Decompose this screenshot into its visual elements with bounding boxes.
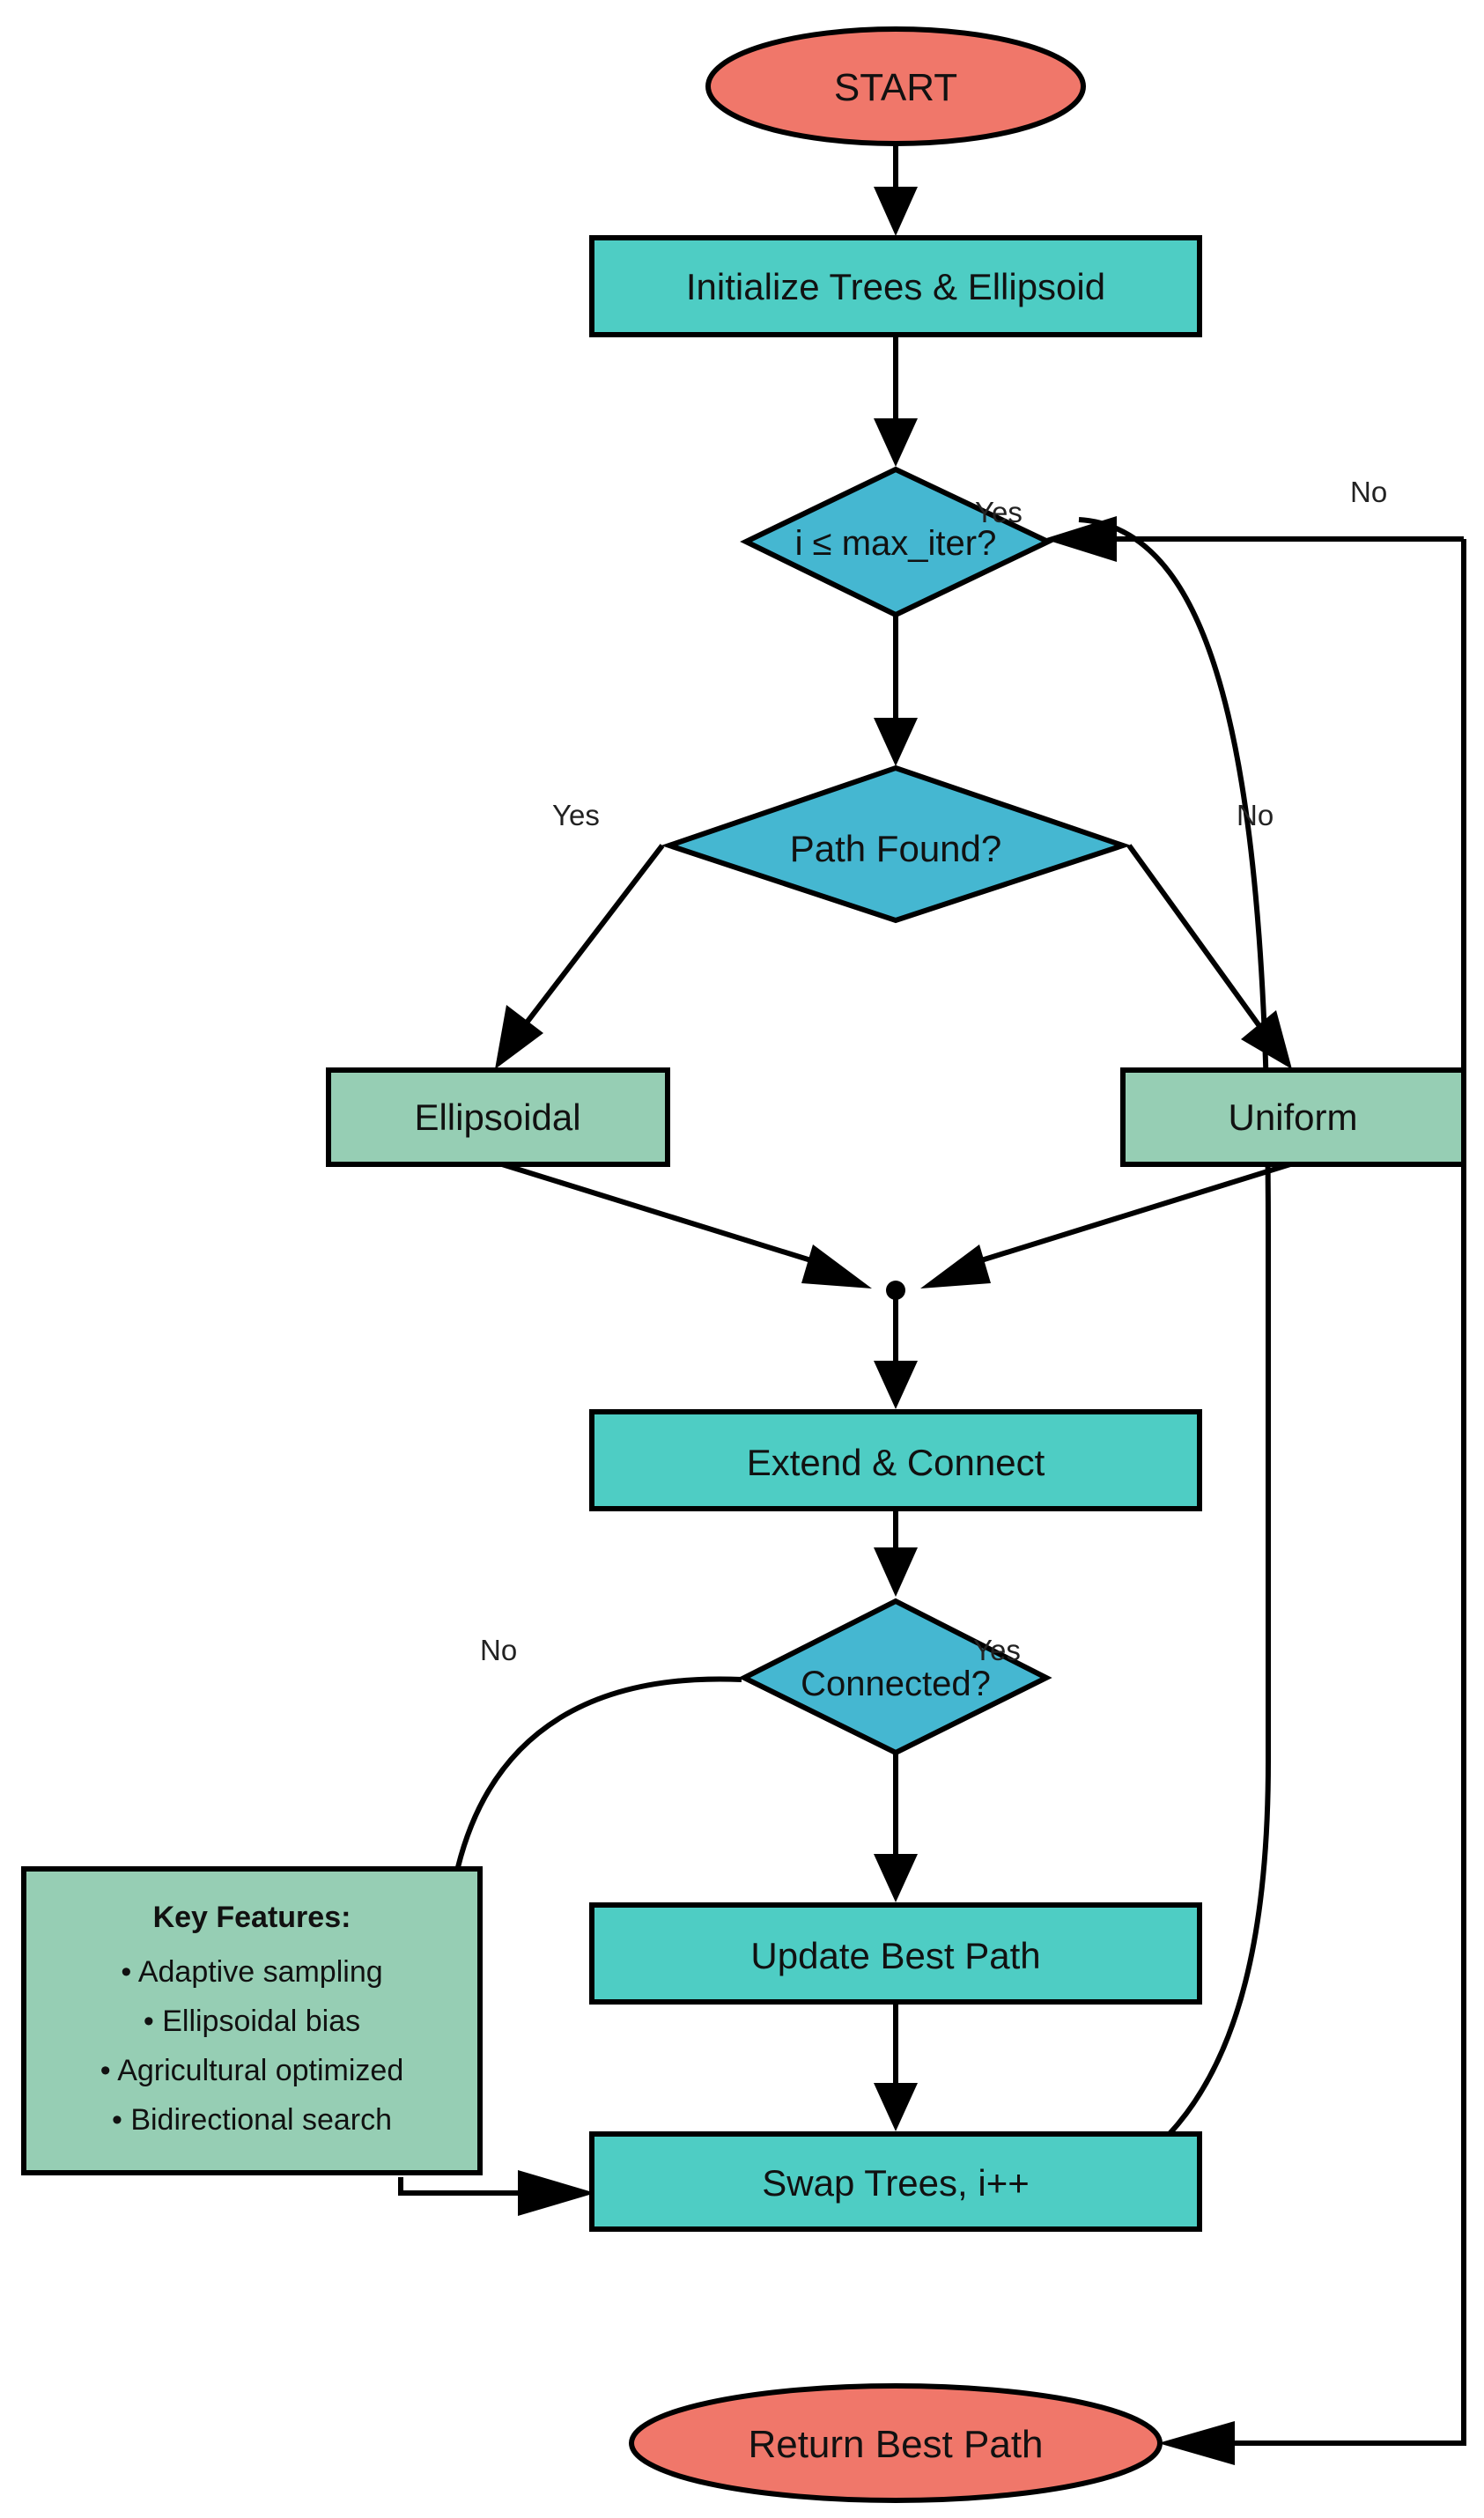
- edge-pathfound-uniform: [1126, 844, 1262, 1028]
- edge-label-connected-no: No: [480, 1634, 517, 1666]
- arrowhead: [874, 187, 918, 236]
- arrowhead: [874, 1361, 918, 1409]
- edge-label-loop-no: No: [1350, 476, 1387, 508]
- arrowhead: [874, 418, 918, 467]
- arrowhead: [874, 1854, 918, 1902]
- edge-label-connected-yes: Yes: [973, 1634, 1021, 1666]
- loop-check-label: i ≤ max_iter?: [795, 524, 997, 563]
- init-label: Initialize Trees & Ellipsoid: [686, 266, 1105, 307]
- arrowhead: [874, 718, 918, 766]
- edge-ellipsoidal-merge: [501, 1162, 829, 1268]
- swap-node: [589, 2131, 1202, 2232]
- edge-loop-no-return: [1220, 539, 1466, 2446]
- ellipsoidal-label: Ellipsoidal: [414, 1097, 580, 1138]
- key-feature-item: • Agricultural optimized: [100, 2054, 404, 2087]
- arrowhead: [495, 1005, 543, 1069]
- path-found-label: Path Found?: [790, 828, 1002, 869]
- connected-node: [738, 1598, 1052, 1756]
- extend-label: Extend & Connect: [747, 1442, 1045, 1483]
- arrowhead: [874, 2083, 918, 2131]
- return-label: Return Best Path: [748, 2423, 1043, 2466]
- start-label: START: [834, 66, 957, 109]
- edge-connected-no-curve: [455, 1676, 742, 1868]
- edge-uniform-merge: [963, 1162, 1291, 1268]
- connected-label: Connected?: [801, 1665, 991, 1703]
- uniform-label: Uniform: [1228, 1097, 1357, 1138]
- arrowhead: [1158, 2421, 1235, 2465]
- swap-label: Swap Trees, i++: [762, 2162, 1030, 2204]
- edge-keyfeatures-swap: [398, 2177, 533, 2196]
- arrowhead: [518, 2170, 595, 2216]
- edge-pathfound-ellipsoidal: [521, 844, 665, 1028]
- extend-node: [589, 1409, 1202, 1511]
- edge-label-path-no: No: [1237, 799, 1274, 831]
- key-feature-item: • Ellipsoidal bias: [144, 2005, 360, 2038]
- edge-label-path-yes: Yes: [552, 799, 600, 831]
- update-label: Update Best Path: [750, 1935, 1040, 1976]
- key-feature-item: • Bidirectional search: [112, 2103, 392, 2137]
- key-feature-item: • Adaptive sampling: [121, 1955, 382, 1989]
- key-features-title: Key Features:: [153, 1901, 351, 1934]
- update-node: [589, 1902, 1202, 2005]
- return-node: [629, 2383, 1163, 2503]
- edge-label-loop-yes: Yes: [975, 496, 1023, 528]
- key-features-box: [21, 1866, 483, 2175]
- ellipsoidal-node: [326, 1067, 670, 1167]
- arrowhead: [801, 1244, 872, 1289]
- path-found-node: [661, 764, 1132, 924]
- arrowhead: [920, 1244, 991, 1289]
- init-node: [589, 235, 1202, 337]
- loop-check-node: [740, 466, 1054, 618]
- start-node: [705, 26, 1086, 146]
- uniform-node: [1120, 1067, 1466, 1167]
- arrowhead: [1044, 516, 1117, 562]
- arrowhead: [874, 1547, 918, 1597]
